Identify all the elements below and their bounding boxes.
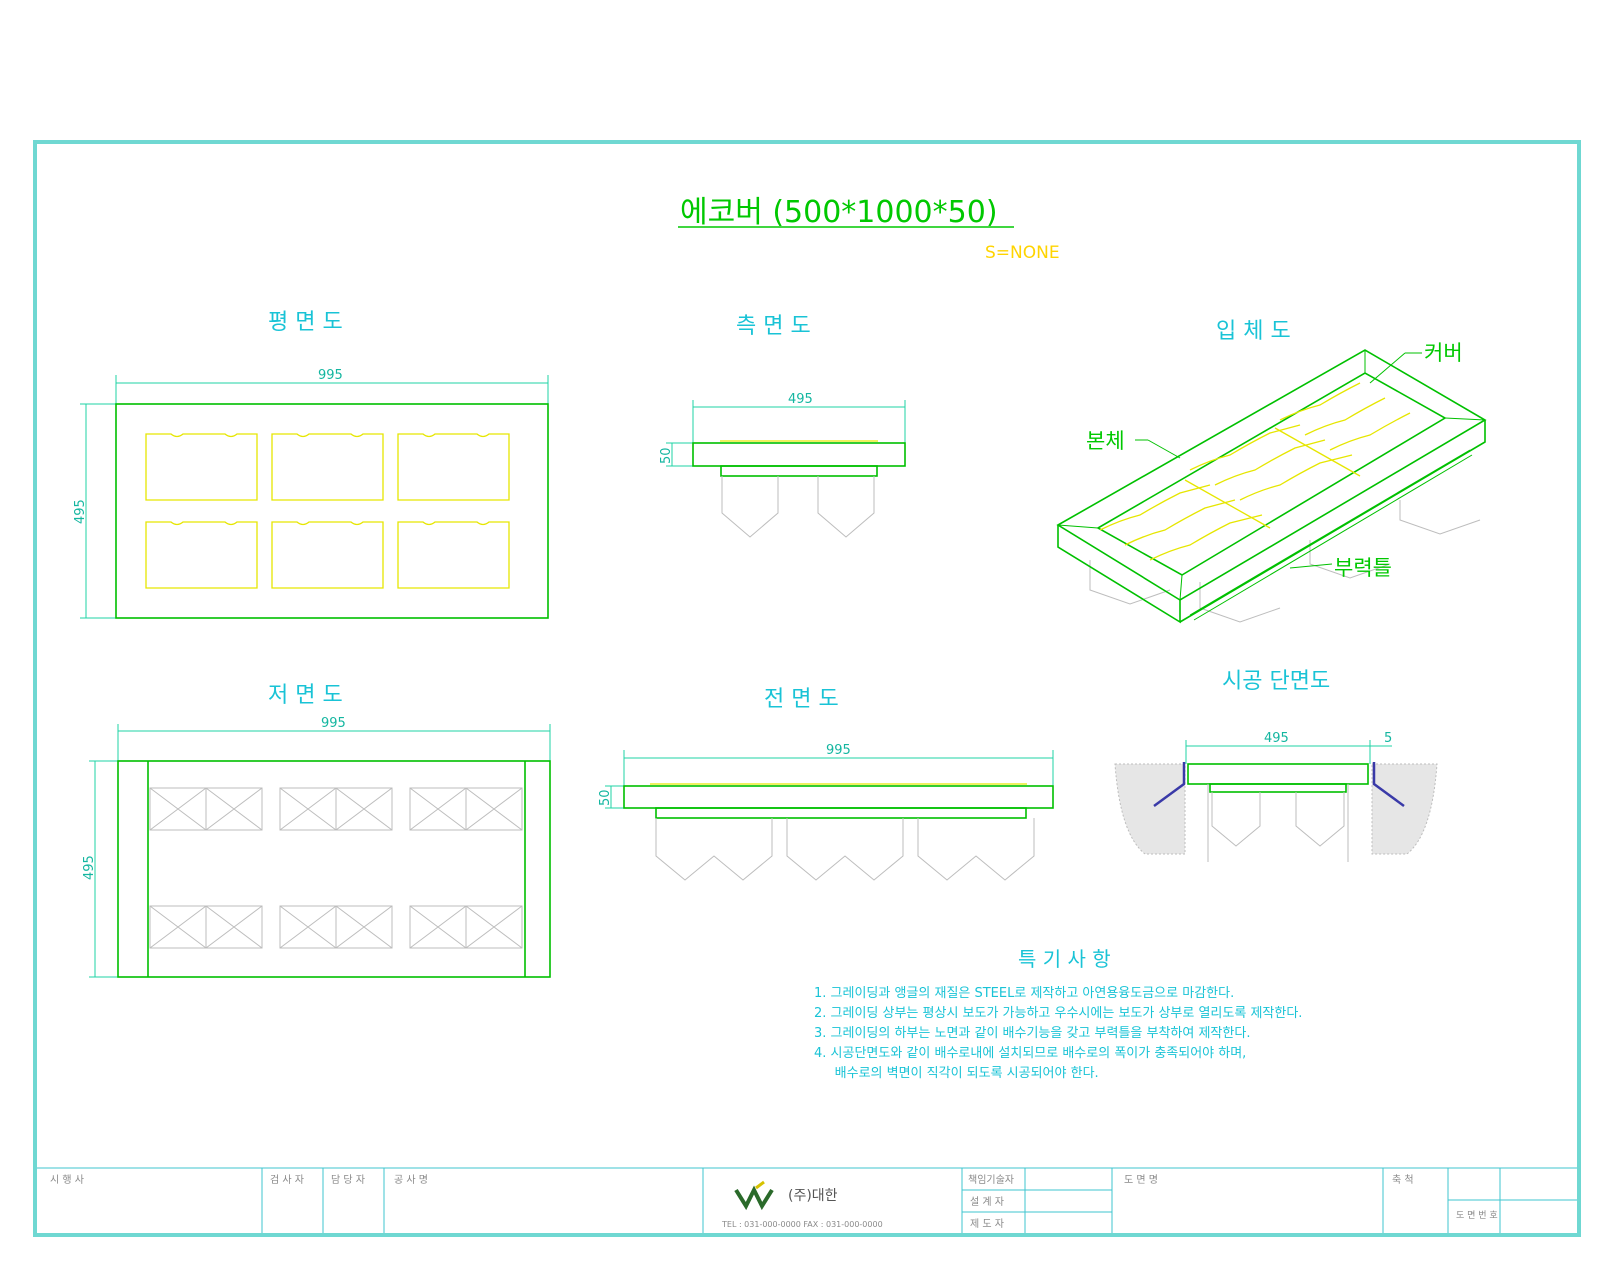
- drawing-title: 에코버 (500*1000*50): [680, 195, 998, 230]
- plan-view: 995 495: [73, 368, 549, 619]
- title-block: 시 행 사 검 사 자 담 당 자 공 사 명 (주)대한 TEL : 031-…: [37, 1167, 1577, 1233]
- view-title-section: 시공 단면도: [1222, 669, 1330, 694]
- iso-grating-panels: [1099, 382, 1411, 561]
- note-4: 4. 시공단면도와 같이 배수로내에 설치되므로 배수로의 폭이가 충족되어야 …: [814, 1046, 1246, 1061]
- side-height-dim: 50: [659, 447, 674, 464]
- note-2: 2. 그레이딩 상부는 평상시 보도가 가능하고 우수시에는 보도가 상부로 열…: [814, 1006, 1302, 1021]
- front-view: 995 50: [598, 743, 1054, 881]
- side-width-dim: 495: [788, 392, 813, 407]
- note-1: 1. 그레이딩과 앵글의 재질은 STEEL로 제작하고 아연용융도금으로 마감…: [814, 986, 1234, 1001]
- section-width-dim: 495: [1264, 731, 1289, 746]
- section-gap-dim: 5: [1384, 731, 1392, 746]
- note-5: 배수로의 벽면이 직각이 되도록 시공되어야 한다.: [814, 1066, 1099, 1081]
- section-soil-right: [1371, 763, 1438, 855]
- tb-manager: 담 당 자: [331, 1174, 365, 1186]
- company-logo-icon: [734, 1180, 774, 1211]
- special-notes: 특 기 사 항 1. 그레이딩과 앵글의 재질은 STEEL로 제작하고 아연용…: [814, 947, 1302, 1081]
- view-title-front: 전 면 도: [764, 687, 839, 712]
- bottom-width-dim: 995: [321, 716, 346, 731]
- front-height-dim: 50: [598, 789, 613, 806]
- tb-designer: 설 계 자: [970, 1196, 1004, 1208]
- note-3: 3. 그레이딩의 하부는 노면과 같이 배수기능을 갖고 부력틀을 부착하여 제…: [814, 1026, 1250, 1041]
- tb-engineer: 책임기술자: [968, 1173, 1014, 1186]
- tb-drawing-name: 도 면 명: [1124, 1174, 1158, 1186]
- plan-grating-panels: [145, 433, 510, 589]
- tb-scale: 축 척: [1392, 1174, 1414, 1186]
- tb-company: (주)대한: [788, 1188, 838, 1204]
- tb-contact: TEL : 031-000-0000 FAX : 031-000-0000: [721, 1220, 883, 1229]
- plan-height-dim: 495: [73, 499, 88, 524]
- tb-project: 공 사 명: [394, 1174, 428, 1186]
- section-soil-left: [1114, 763, 1186, 855]
- bottom-view: 995 495: [82, 716, 551, 978]
- view-title-bottom: 저 면 도: [268, 683, 343, 708]
- bottom-height-dim: 495: [82, 855, 97, 880]
- tb-inspector: 검 사 자: [270, 1174, 304, 1186]
- view-title-plan: 평 면 도: [268, 310, 343, 335]
- drawing-frame: [33, 140, 1581, 1237]
- view-title-iso: 입 체 도: [1216, 319, 1291, 344]
- view-title-side: 측 면 도: [736, 314, 811, 339]
- plan-width-dim: 995: [318, 368, 343, 383]
- tb-client: 시 행 사: [50, 1174, 84, 1186]
- side-view: 495 50: [659, 392, 906, 538]
- isometric-view: 본체 커버 부력틀: [1056, 341, 1487, 624]
- notes-heading: 특 기 사 항: [1018, 947, 1111, 971]
- section-view: 495 5: [1114, 731, 1438, 862]
- front-width-dim: 995: [826, 743, 851, 758]
- label-buoyancy-frame: 부력틀: [1334, 556, 1392, 580]
- bottom-float-blocks: [149, 787, 523, 949]
- label-cover: 커버: [1424, 341, 1463, 365]
- label-body: 본체: [1086, 429, 1125, 453]
- drawing-scale: S=NONE: [985, 243, 1060, 263]
- tb-drawing-no: 도 면 번 호: [1456, 1210, 1498, 1221]
- tb-drafter: 제 도 자: [970, 1218, 1004, 1230]
